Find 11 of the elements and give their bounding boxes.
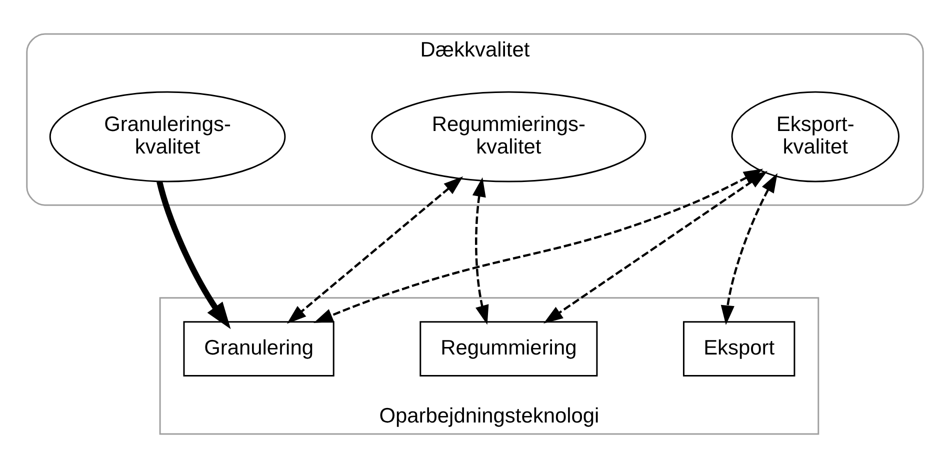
arrow — [720, 173, 778, 325]
node-box: Granulering — [183, 321, 334, 376]
arrow — [314, 168, 764, 323]
node-ellipse: Granulerings- kvalitet — [49, 91, 286, 182]
arrow — [156, 180, 231, 330]
node-ellipse: Regummierings- kvalitet — [371, 91, 646, 182]
node-ellipse: Eksport- kvalitet — [731, 91, 900, 182]
node-box: Regummiering — [420, 321, 598, 376]
arrow — [286, 176, 464, 324]
arrow — [472, 177, 489, 325]
node-box: Eksport — [682, 321, 796, 376]
